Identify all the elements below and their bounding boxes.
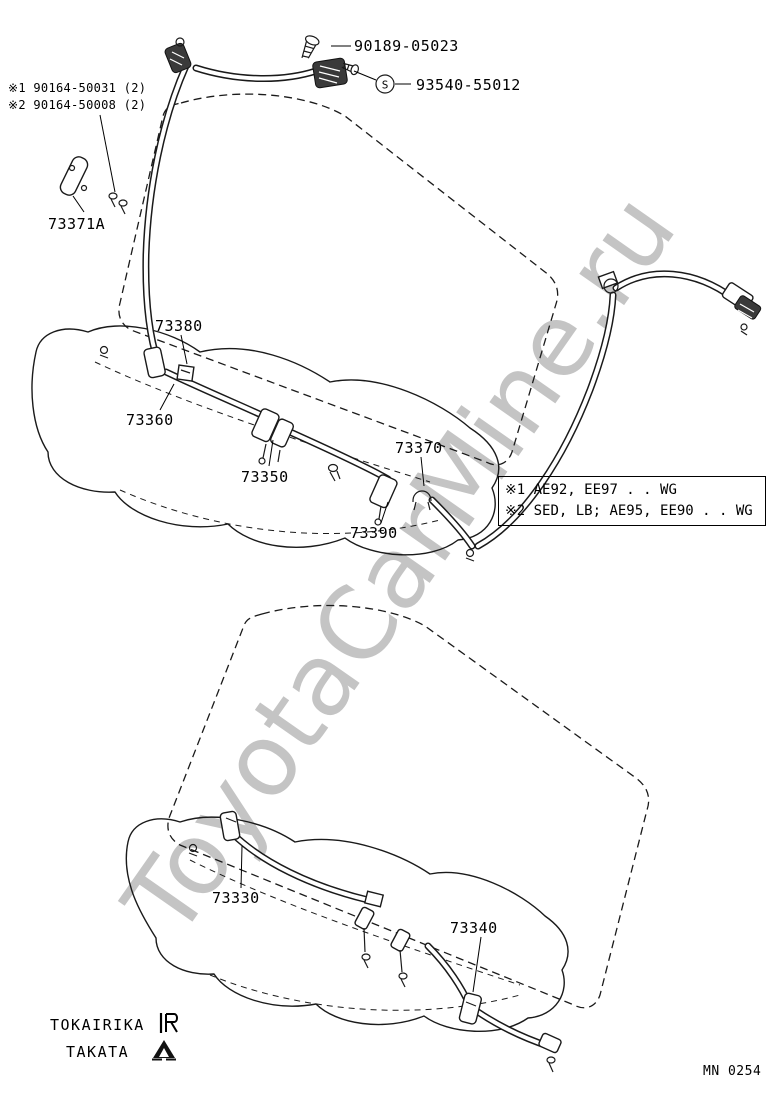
- note-90164-50031: ※1 90164-50031 (2): [8, 81, 147, 95]
- svg-text:S: S: [382, 79, 389, 92]
- upper-right-belt: [474, 270, 762, 550]
- brand-tokairika: TOKAIRIKA: [50, 1016, 145, 1034]
- retractor-73340: [458, 992, 482, 1025]
- retractor-73360: [143, 346, 195, 382]
- note-90164-50008: ※2 90164-50008 (2): [8, 98, 147, 112]
- callout-73390: 73390: [350, 524, 398, 542]
- s-symbol-icon: S: [375, 74, 395, 94]
- upper-lap-belts: [162, 368, 476, 550]
- sensor-bolt-icon: [341, 62, 360, 76]
- upper-seat-backrest-outline: [118, 93, 559, 466]
- callout-73380: 73380: [155, 317, 203, 335]
- upper-right-anchor-loop: [597, 270, 619, 294]
- retractor-73330: [219, 810, 241, 842]
- top-screw-icon: [301, 35, 320, 59]
- clip-73370: [412, 490, 432, 511]
- upper-left-belt: [142, 37, 320, 366]
- callout-73330: 73330: [212, 889, 260, 907]
- lower-center-buckles: [354, 906, 411, 988]
- variant-line-1: ※1 AE92, EE97 . . WG: [505, 482, 677, 498]
- callout-73371A: 73371A: [48, 215, 106, 233]
- lower-left-belt: [188, 810, 385, 908]
- tokai-rika-logo-icon: [158, 1011, 182, 1039]
- variant-line-2: ※2 SED, LB; AE95, EE90 . . WG: [505, 503, 753, 519]
- drawing-number: MN 0254: [703, 1064, 762, 1079]
- lower-seat-cushion-outline: [125, 816, 569, 1033]
- bracket-73371A: [59, 156, 128, 215]
- callout-73370: 73370: [395, 439, 443, 457]
- variant-applicability-box: ※1 AE92, EE97 . . WG ※2 SED, LB; AE95, E…: [498, 476, 766, 526]
- top-sash-plate: [312, 57, 348, 89]
- part-label-93540-55012: 93540-55012: [416, 76, 521, 94]
- leader-lines: [72, 45, 482, 993]
- lower-right-belt: [424, 942, 562, 1073]
- buckle-73390: [369, 474, 398, 526]
- callout-73360: 73360: [126, 411, 174, 429]
- lower-right-anchor: [538, 1032, 562, 1073]
- callout-73340: 73340: [450, 919, 498, 937]
- takata-logo-icon: [151, 1039, 177, 1065]
- upper-left-top-anchor: [164, 37, 192, 74]
- buckle-73350: [251, 408, 295, 465]
- callout-73350: 73350: [241, 468, 289, 486]
- upper-seat-cushion-outline: [31, 325, 500, 556]
- brand-takata: TAKATA: [66, 1043, 130, 1061]
- upper-cushion-bolts: [99, 345, 475, 562]
- lower-left-tongue: [363, 890, 385, 908]
- part-label-90189-05023: 90189-05023: [354, 37, 459, 55]
- upper-right-end-plates: [721, 282, 762, 336]
